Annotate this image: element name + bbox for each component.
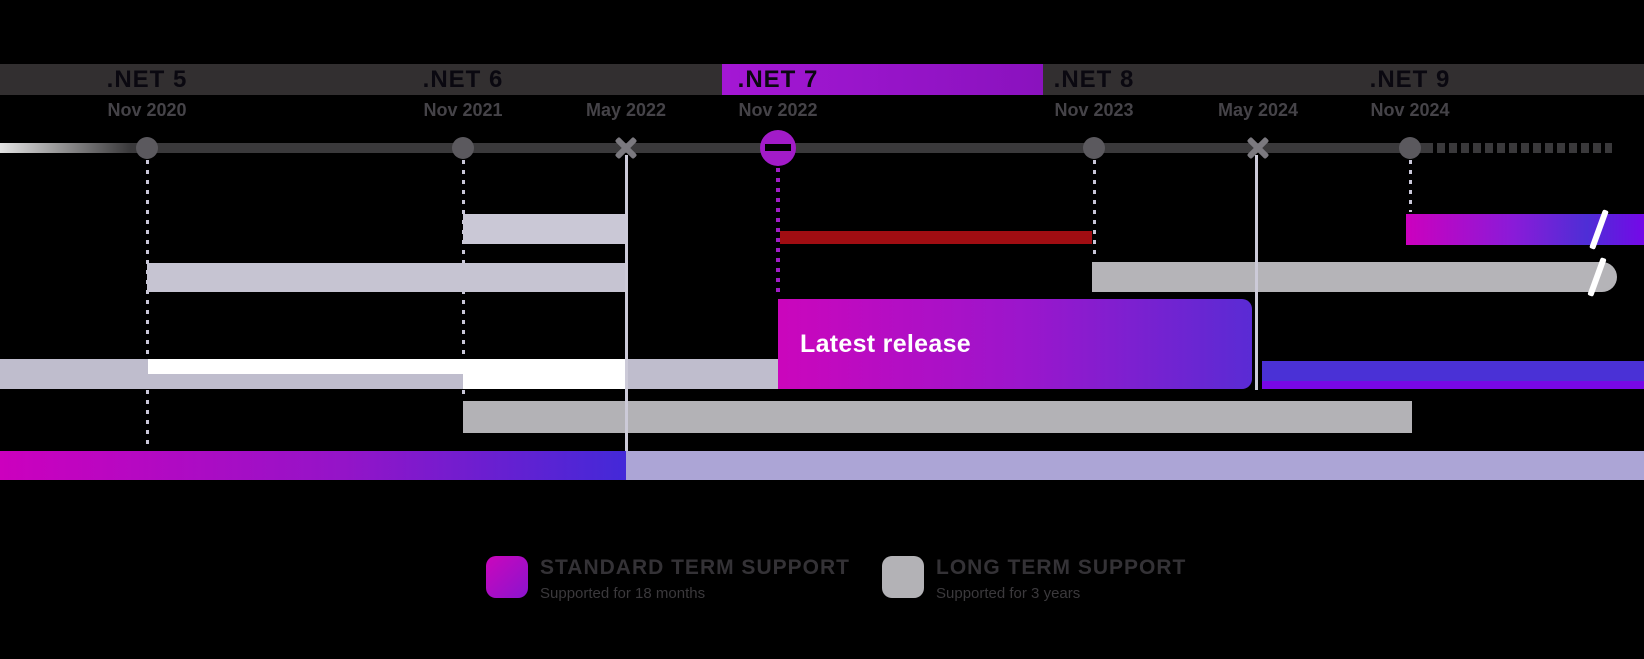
version-label--NET-8: .NET 8 <box>1053 66 1135 93</box>
version-label--NET-5: .NET 5 <box>106 66 188 93</box>
date-label-nov-2021: Nov 2021 <box>423 100 503 120</box>
bar-net5-nov2020-may2022 <box>147 263 626 292</box>
header-band-segment-0 <box>0 64 722 95</box>
date-label-nov-2024: Nov 2024 <box>1370 100 1450 120</box>
x-marker-may-2022 <box>613 135 639 161</box>
bar-gradient-bottom-left <box>0 451 626 480</box>
release-marker-slot <box>765 144 791 151</box>
bar-net6-lts-nov2021-nov2024 <box>463 401 1412 433</box>
timeline-axis <box>0 143 1612 153</box>
date-label-may-2024: May 2024 <box>1217 100 1299 120</box>
bar-lavender-may2022-nov2022 <box>626 359 778 389</box>
legend-item-long-term: LONG TERM SUPPORT Supported for 3 years <box>882 556 1186 602</box>
timeline-dash-fade <box>1425 143 1612 153</box>
date-label-may-2022: May 2022 <box>585 100 667 120</box>
bar-red-nov2022-nov2023 <box>780 231 1092 244</box>
bar-net8-lts-nov2023-beyond <box>1092 262 1617 292</box>
standard-term-swatch <box>486 556 528 598</box>
gridline-solid-x626 <box>624 155 628 451</box>
date-label-nov-2023: Nov 2023 <box>1054 100 1134 120</box>
bar-lavender-nov2021-may2022 <box>463 214 626 244</box>
gridline-dotted-x1410 <box>1408 160 1412 212</box>
dot-marker-nov-2023 <box>1083 137 1105 159</box>
date-label-nov-2022: Nov 2022 <box>738 100 818 120</box>
legend-text-block: LONG TERM SUPPORT Supported for 3 years <box>936 556 1186 602</box>
dot-marker-nov-2024 <box>1399 137 1421 159</box>
gridline-dotted-x778 <box>776 168 780 298</box>
legend-subtitle-standard-term: Supported for 18 months <box>540 585 706 602</box>
legend-subtitle-long-term: Supported for 3 years <box>936 585 1081 602</box>
bar-white-upper-nov2020-nov2021 <box>148 359 463 374</box>
x-marker-may-2024 <box>1245 135 1271 161</box>
date-label-nov-2020: Nov 2020 <box>107 100 187 120</box>
long-term-swatch <box>882 556 924 598</box>
bar-latest-release: Latest release <box>778 299 1252 389</box>
dot-marker-nov-2021 <box>452 137 474 159</box>
version-label--NET-6: .NET 6 <box>422 66 504 93</box>
gridline-dotted-x147 <box>145 160 149 448</box>
latest-release-label: Latest release <box>800 329 971 358</box>
gridline-solid-x1256 <box>1254 155 1258 390</box>
bar-indigo-may2024-beyond <box>1262 361 1644 389</box>
gridline-dotted-x1094 <box>1092 160 1096 260</box>
version-label--NET-9: .NET 9 <box>1369 66 1451 93</box>
bar-net9-sts-nov2024-beyond <box>1406 214 1644 245</box>
bar-white-nov2021-may2022 <box>463 359 626 389</box>
legend-item-standard-term: STANDARD TERM SUPPORT Supported for 18 m… <box>486 556 850 602</box>
header-band-segment-1 <box>722 64 1043 95</box>
legend-title-long-term: LONG TERM SUPPORT <box>936 556 1187 579</box>
legend-text-block: STANDARD TERM SUPPORT Supported for 18 m… <box>540 556 850 602</box>
legend-title-standard-term: STANDARD TERM SUPPORT <box>540 556 850 579</box>
dot-marker-nov-2020 <box>136 137 158 159</box>
header-band-segment-2 <box>1043 64 1644 95</box>
bar-lavender-bottom-right <box>626 451 1644 480</box>
version-label--NET-7: .NET 7 <box>737 66 819 93</box>
